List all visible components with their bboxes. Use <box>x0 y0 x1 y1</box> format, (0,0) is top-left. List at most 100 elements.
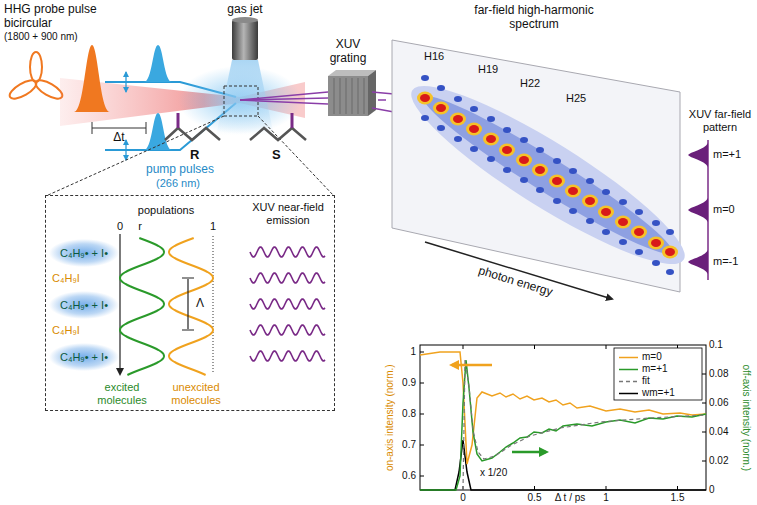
harmonic-label: H19 <box>478 63 498 76</box>
axis-pointer <box>512 451 546 454</box>
harmonic-spot <box>483 116 499 162</box>
harmonic-spot <box>582 178 598 224</box>
order-label: m=-1 <box>713 255 738 268</box>
pattern-title: XUV far-field pattern <box>683 108 757 133</box>
harmonic-label: H16 <box>424 50 444 63</box>
near-field-wave <box>250 247 325 257</box>
tick-label: 0.7 <box>402 439 416 451</box>
harmonic-spot <box>516 137 532 183</box>
spectrum-screen: far-field high-harmonic spectrum <box>386 2 682 302</box>
excited-band: C₄H₉• + I• <box>49 291 119 319</box>
probe-subtitle: bicircular <box>4 17 52 31</box>
legend-entry: wm=+1 <box>642 387 675 399</box>
spectrum-band <box>415 83 681 267</box>
harmonic-spot <box>450 96 466 142</box>
population-axis <box>119 234 120 374</box>
species-label: C₄H₉• + I• <box>60 299 108 312</box>
scale-note: x 1/20 <box>480 467 507 479</box>
pump-pulse <box>144 113 172 150</box>
spectrum-halo <box>395 63 700 287</box>
xuv-grating: XUV grating <box>318 36 378 120</box>
axis-label: off-axis intensity (norm.) <box>740 365 752 472</box>
wavelength-note: (1800 + 900 nm) <box>4 31 78 43</box>
harmonic-spot <box>417 75 433 121</box>
xuv-beam <box>240 98 328 100</box>
unexcited-population-curve <box>169 238 213 375</box>
gas-jet: gas jet <box>206 1 284 63</box>
harmonic-label: H25 <box>566 92 586 105</box>
near-field-inset: XUV near-field emissionC₄H₉• + I•C₄H₉• +… <box>45 195 335 411</box>
xuv-beam <box>240 100 328 104</box>
period-symbol: Λ <box>196 297 204 311</box>
harmonic-label: H22 <box>520 77 540 90</box>
tick-label: 1.5 <box>671 492 685 504</box>
curve-label: unexcited molecules <box>160 381 232 406</box>
probe-title: HHG probe pulse <box>4 3 97 17</box>
harmonic-spot <box>615 199 631 245</box>
legend-samples <box>619 358 638 394</box>
polarization-arrow <box>125 140 126 160</box>
legend-entry: fit <box>642 375 650 387</box>
legend-sample <box>619 369 638 371</box>
zoom-leader <box>258 116 334 196</box>
pump-pulse <box>144 45 172 82</box>
harmonic-spot <box>549 158 565 204</box>
xuv-beam <box>372 108 394 112</box>
harmonic-spot <box>662 229 678 275</box>
xuv-beam <box>372 92 394 94</box>
tick-label: r <box>138 220 142 233</box>
enantiomer-label: S <box>272 148 281 163</box>
legend-box <box>614 348 702 400</box>
near-field-wave <box>250 325 325 335</box>
molecule-skeleton <box>250 128 306 140</box>
legend-entry: m=0 <box>642 351 662 363</box>
tick-label: 0.08 <box>709 368 728 380</box>
tick-label: 1 <box>210 220 216 233</box>
species-label: C₄H₉I <box>52 272 80 285</box>
tick-label: 0.6 <box>402 470 416 482</box>
tick-label: 0.9 <box>402 377 416 389</box>
harmonic-spot <box>532 147 548 193</box>
tick-label: 0.02 <box>709 455 728 467</box>
xuv-beam-connector <box>378 99 386 101</box>
energy-arrow <box>425 242 612 299</box>
tick-label: 0.5 <box>528 492 542 504</box>
tick-label: 1 <box>410 346 416 358</box>
tick-label: 0.8 <box>402 408 416 420</box>
harmonic-spot <box>433 85 449 131</box>
full-population-line <box>213 236 214 374</box>
tick-label: 0 <box>460 492 466 504</box>
legend-entry: m=+1 <box>642 363 668 375</box>
bicircular-field <box>7 52 65 102</box>
pump-label: pump pulses <box>146 163 214 177</box>
legend-sample <box>619 381 638 383</box>
node-title: far-field high-harmonic spectrum <box>449 4 619 32</box>
iodine-bond <box>291 113 294 128</box>
polarization-arrow <box>125 72 126 92</box>
enantiomer-label: R <box>190 148 199 163</box>
near-field-wave <box>250 273 325 283</box>
axis-label: on-axis intensity (norm.) <box>383 365 395 472</box>
harmonic-spot <box>598 189 614 235</box>
harmonic-spot <box>466 106 482 152</box>
field-lobe <box>7 77 39 102</box>
grating-front <box>328 76 368 116</box>
plot-frame <box>420 345 706 490</box>
grating-rulings <box>334 78 364 114</box>
order-label: m=0 <box>713 203 735 216</box>
harmonic-spot <box>499 127 515 173</box>
axis-ticks <box>420 345 706 490</box>
harmonic-spots <box>417 75 678 275</box>
tick-label: 0.06 <box>709 397 728 409</box>
excited-population-curve <box>120 238 164 375</box>
excited-band: C₄H₉• + I• <box>49 239 119 267</box>
grating-top <box>328 70 376 76</box>
tick-label: 0.1 <box>709 339 723 351</box>
iodine-bond <box>177 113 180 128</box>
tick-label: 0 <box>709 484 715 496</box>
legend-sample <box>619 357 638 359</box>
detector-plane <box>392 40 680 292</box>
xuv-beam <box>240 92 328 100</box>
tick-label: 1 <box>603 492 609 504</box>
molecule-skeleton <box>165 128 220 140</box>
